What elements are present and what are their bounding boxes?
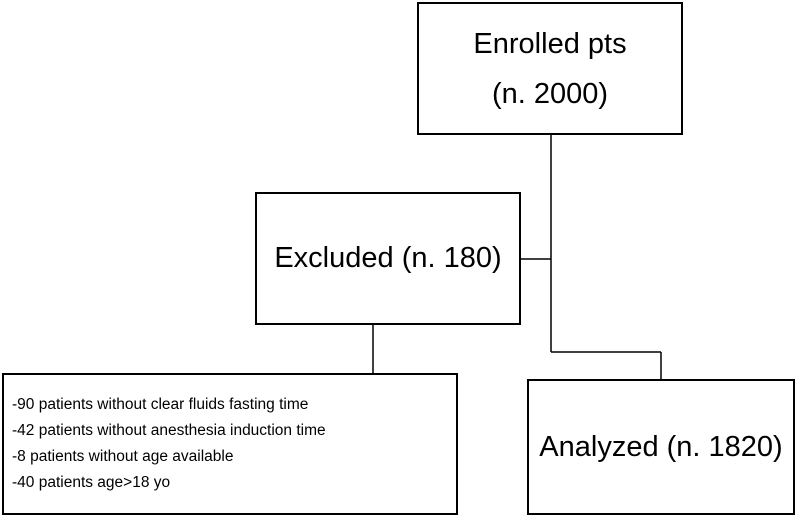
analyzed-box: Analyzed (n. 1820) [527,379,795,515]
excluded-label: Excluded (n. 180) [274,242,502,274]
analyzed-label: Analyzed (n. 1820) [539,430,783,463]
exclusion-reason-item: -90 patients without clear fluids fastin… [12,396,309,413]
enrolled-title: Enrolled pts [473,27,627,60]
excluded-box: Excluded (n. 180) [255,192,521,325]
exclusion-reasons-box: -90 patients without clear fluids fastin… [2,373,458,515]
exclusion-reason-item: -8 patients without age available [12,448,234,465]
exclusion-reason-item: -42 patients without anesthesia inductio… [12,422,326,439]
enrolled-count: (n. 2000) [491,77,609,110]
enrolled-box: Enrolled pts (n. 2000) [417,2,683,135]
exclusion-reason-item: -40 patients age>18 yo [12,474,171,491]
